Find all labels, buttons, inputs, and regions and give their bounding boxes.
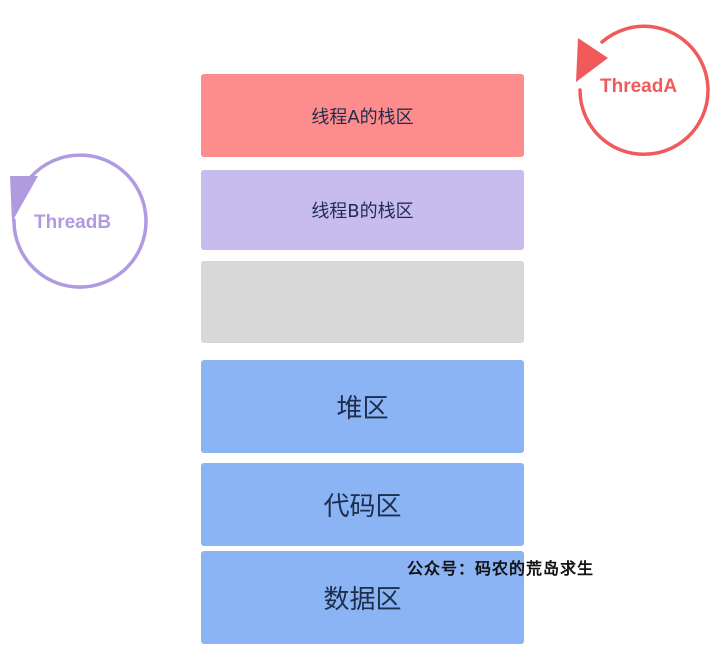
thread-b-loop-icon (12, 153, 148, 289)
thread-b-stack-label: 线程B的栈区 (311, 201, 414, 222)
thread-b-stack-block: 线程B的栈区 (201, 170, 524, 250)
thread-a-arrowhead-icon (576, 38, 608, 82)
code-block: 代码区 (201, 463, 524, 546)
data-label: 数据区 (323, 585, 402, 615)
thread-a-loop-icon (578, 24, 710, 156)
thread-a-stack-label: 线程A的栈区 (311, 106, 414, 128)
thread-a-stack-block: 线程A的栈区 (201, 74, 524, 157)
data-block: 数据区 (201, 551, 524, 644)
thread-b-label: ThreadB (34, 212, 112, 233)
thread-a-label: ThreadA (600, 76, 678, 97)
watermark: 公众号：码农的荒岛求生 (407, 559, 595, 578)
thread-b-arrowhead-icon (10, 176, 38, 222)
heap-label: 堆区 (336, 394, 389, 424)
unused-memory-block (201, 261, 524, 343)
heap-block: 堆区 (201, 360, 524, 453)
code-label: 代码区 (323, 492, 402, 522)
